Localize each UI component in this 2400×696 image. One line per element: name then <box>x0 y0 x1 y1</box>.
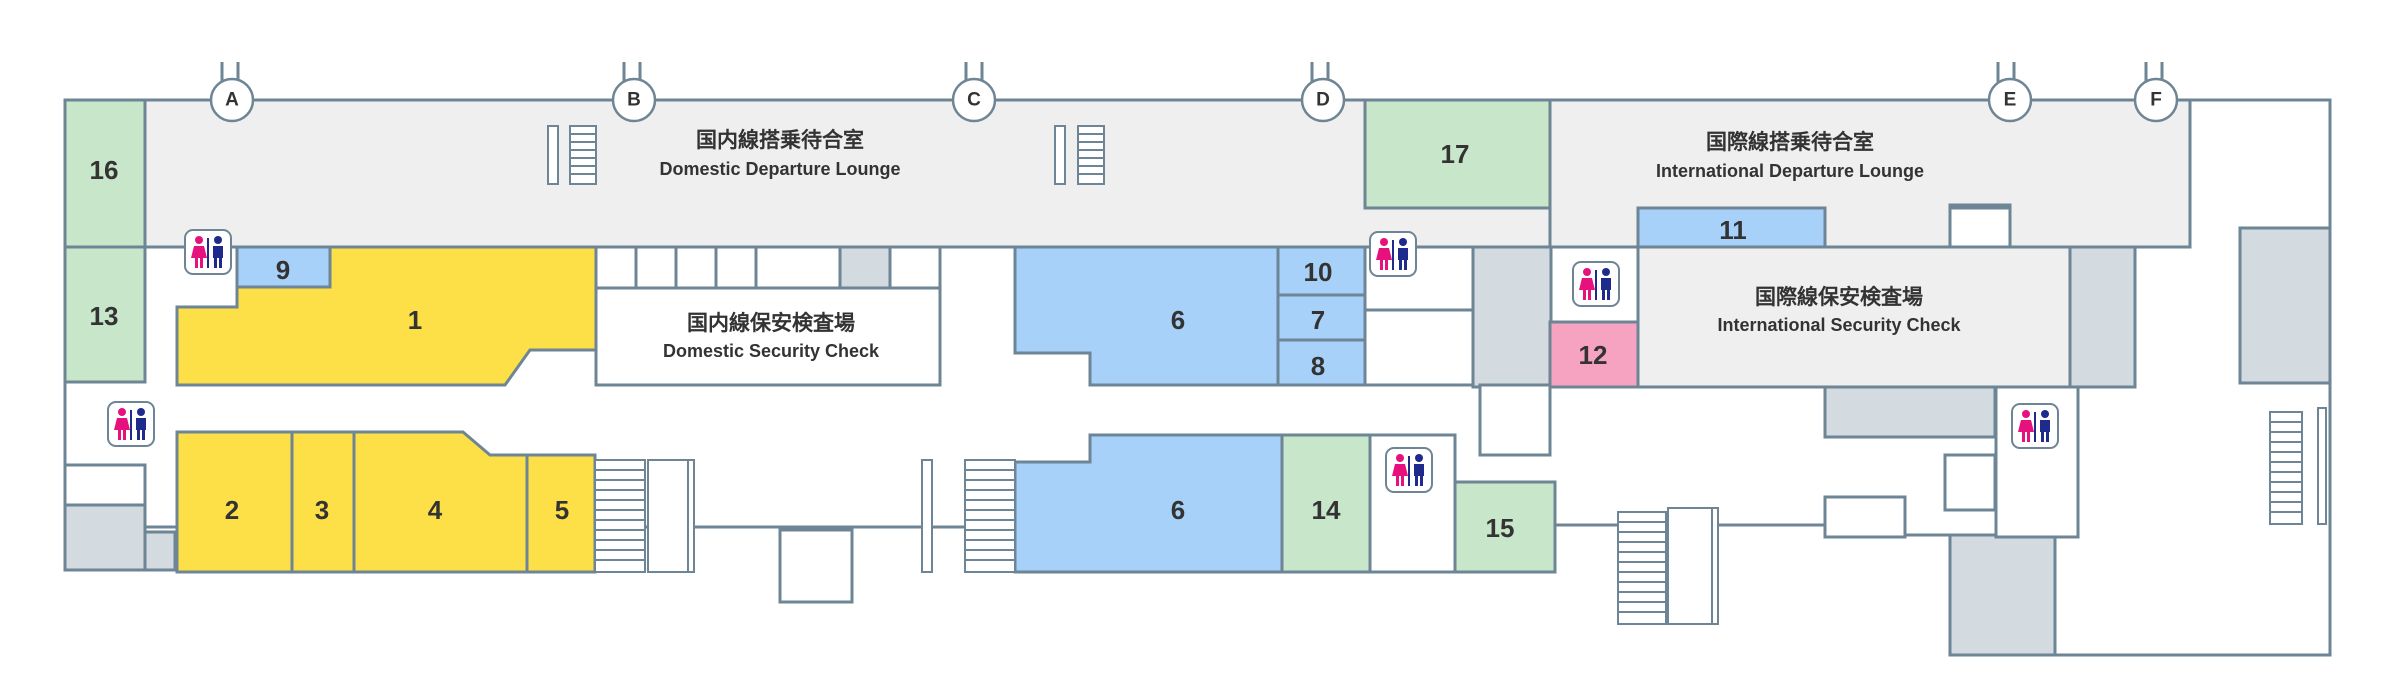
service-room <box>63 503 147 572</box>
room-8 <box>1276 338 1367 387</box>
stairs-icon <box>2269 407 2327 525</box>
gate-c-label: C <box>967 90 981 111</box>
service-room <box>2238 226 2332 385</box>
security-lanes <box>594 245 942 290</box>
room-15-label: 15 <box>1486 513 1515 543</box>
room-8-label: 8 <box>1311 351 1325 381</box>
room-13-label: 13 <box>90 301 119 331</box>
restroom-icon[interactable] <box>184 229 232 275</box>
room-12 <box>1548 320 1640 389</box>
room-9-label: 9 <box>276 255 290 285</box>
international-security-jp: 国際線保安検査場 <box>1755 285 1923 309</box>
room-3-label: 3 <box>315 495 329 525</box>
stairs-icon <box>1617 507 1719 625</box>
room-2 <box>175 430 294 574</box>
service-room <box>2068 245 2137 389</box>
room-1-label: 1 <box>408 305 422 335</box>
room-5-label: 5 <box>555 495 569 525</box>
domestic-security-area <box>594 286 942 387</box>
room-10 <box>1276 245 1367 297</box>
stairs-icon <box>547 125 597 185</box>
domestic-lounge-en: Domestic Departure Lounge <box>659 159 900 179</box>
restroom-icon[interactable] <box>1572 261 1620 307</box>
room-4-label: 4 <box>428 495 443 525</box>
restroom-icon[interactable] <box>2011 403 2059 449</box>
room-12-label: 12 <box>1579 340 1608 370</box>
service-room <box>1823 385 1997 439</box>
room-17 <box>1363 98 1552 210</box>
stairs-icon <box>921 459 1016 573</box>
gate-a-label: A <box>225 90 239 111</box>
room-7 <box>1276 293 1367 342</box>
gate-d[interactable]: D <box>1300 62 1346 123</box>
international-security-area <box>1636 245 2072 389</box>
restroom-icon[interactable] <box>107 401 155 447</box>
room-6-north-label: 6 <box>1171 305 1185 335</box>
gate-f-label: F <box>2150 90 2162 111</box>
gate-b[interactable]: B <box>611 62 657 123</box>
restroom-icon[interactable] <box>1385 447 1433 493</box>
stairs-icon <box>594 459 695 573</box>
room-15 <box>1453 480 1557 574</box>
corridor-room <box>1478 383 1552 457</box>
corridor-room <box>63 463 147 507</box>
room-11-annex <box>1948 206 2012 249</box>
room-6-south-label: 6 <box>1171 495 1185 525</box>
gate-d-label: D <box>1316 90 1330 111</box>
domestic-security-jp: 国内線保安検査場 <box>687 311 855 335</box>
restroom-icon[interactable] <box>1369 231 1417 277</box>
room-10-label: 10 <box>1304 257 1333 287</box>
room-9 <box>235 245 332 289</box>
gate-e[interactable]: E <box>1987 62 2033 123</box>
room-5 <box>525 453 597 574</box>
room-14-label: 14 <box>1312 495 1341 525</box>
stairs-icon <box>1054 125 1105 185</box>
room-3 <box>290 430 356 574</box>
room-13 <box>63 245 147 384</box>
gate-f[interactable]: F <box>2133 62 2179 123</box>
room-11-label: 11 <box>1719 215 1747 245</box>
room-14 <box>1280 433 1372 574</box>
gate-b-label: B <box>627 90 641 111</box>
international-security-en: International Security Check <box>1717 315 1961 335</box>
corridor-room <box>1943 453 1997 512</box>
room-16 <box>63 98 147 249</box>
room-6-north <box>1013 245 1280 387</box>
room-17-label: 17 <box>1441 139 1470 169</box>
corridor-room <box>778 528 854 604</box>
room-7-label: 7 <box>1311 305 1325 335</box>
service-room <box>143 530 177 572</box>
room-16-label: 16 <box>90 155 119 185</box>
service-room <box>1948 533 2057 657</box>
room-11 <box>1636 206 1827 249</box>
service-room <box>1471 245 1553 389</box>
room-6-south <box>1013 433 1284 574</box>
corridor-room <box>1363 308 1475 387</box>
domestic-lounge-jp: 国内線搭乗待合室 <box>696 128 864 152</box>
gate-e-label: E <box>2004 90 2017 111</box>
gate-a[interactable]: A <box>209 62 255 123</box>
gate-c[interactable]: C <box>951 62 997 123</box>
domestic-security-en: Domestic Security Check <box>663 341 880 361</box>
international-lounge-en: International Departure Lounge <box>1656 161 1924 181</box>
corridor-room <box>1823 495 1907 539</box>
international-lounge-jp: 国際線搭乗待合室 <box>1706 130 1874 154</box>
room-2-label: 2 <box>225 495 239 525</box>
